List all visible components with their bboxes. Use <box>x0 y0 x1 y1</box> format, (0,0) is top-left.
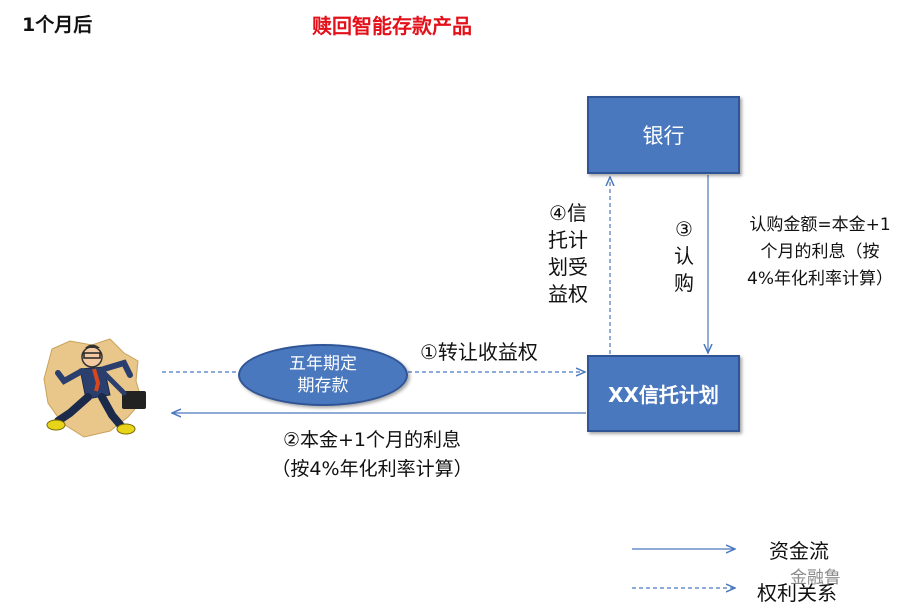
step4-label-line3: 划受 <box>548 255 588 279</box>
time-label: 1个月后 <box>22 14 93 36</box>
step2-label: ②本金+1个月的利息 （按4%年化利率计算） <box>232 426 512 484</box>
trust-plan-node: XX信托计划 <box>587 355 740 432</box>
legend-rights: 权利关系 <box>757 581 837 605</box>
businessman-icon <box>43 338 146 438</box>
step4-label-line4: 益权 <box>548 282 588 306</box>
step4-label-line2: 托计 <box>548 228 588 252</box>
bank-label: 银行 <box>642 124 685 148</box>
step3-label-line2: 认 <box>674 244 694 268</box>
step4-label-line1: ④信 <box>549 201 587 225</box>
step3-label: ③ 认 购 <box>664 216 704 297</box>
step2-label-line2: （按4%年化利率计算） <box>271 458 473 480</box>
watermark: 金融鲁 <box>790 568 841 588</box>
step1-label: ①转让收益权 <box>420 340 538 364</box>
subscription-note-line2: 个月的利息（按 <box>760 242 880 262</box>
step2-label-line1: ②本金+1个月的利息 <box>282 429 462 451</box>
step3-label-line1: ③ <box>675 217 693 241</box>
deposit-label-line1: 五年期定 <box>289 354 357 374</box>
step3-label-line3: 购 <box>674 271 694 295</box>
subscription-note-line3: 4%年化利率计算） <box>747 269 893 289</box>
subscription-note: 认购金额=本金+1 个月的利息（按 4%年化利率计算） <box>722 212 918 293</box>
step4-label: ④信 托计 划受 益权 <box>542 200 594 308</box>
bank-node: 银行 <box>587 96 740 174</box>
diagram-title: 赎回智能存款产品 <box>312 14 472 38</box>
fixed-deposit-node: 五年期定 期存款 <box>238 344 408 406</box>
subscription-note-line1: 认购金额=本金+1 <box>749 215 891 235</box>
trust-plan-label: XX信托计划 <box>608 383 719 407</box>
deposit-label-line2: 期存款 <box>297 376 349 396</box>
legend-cash-flow: 资金流 <box>769 539 829 563</box>
